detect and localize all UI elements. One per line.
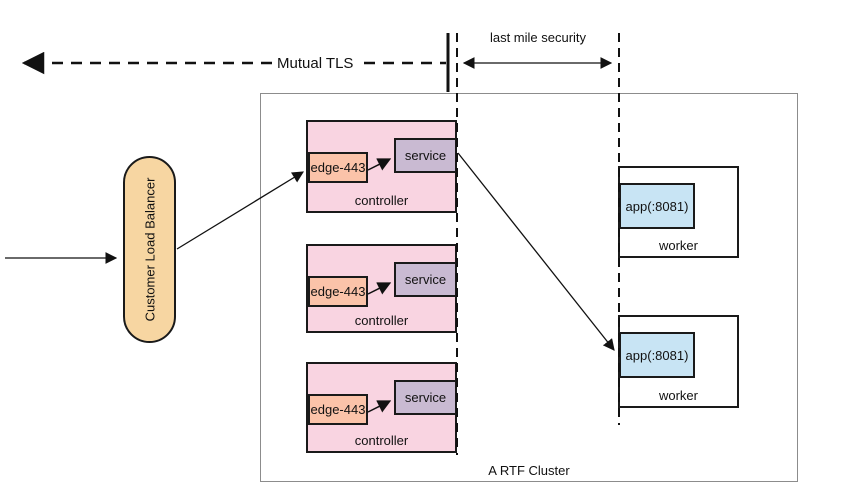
edge-443-node-1: edge-443 [308,152,368,183]
controller-box-1: edge-443 service controller [306,120,457,213]
edge-443-node-2: edge-443 [308,276,368,307]
worker-box-1: app(:8081) worker [618,166,739,258]
last-mile-security-label: last mile security [489,30,587,45]
controller-box-2: edge-443 service controller [306,244,457,333]
service-node-2: service [394,262,457,297]
edge-443-label: edge-443 [310,160,366,175]
worker-box-2: app(:8081) worker [618,315,739,408]
controller-label-2: controller [354,313,409,328]
rtf-cluster-box: A RTF Cluster [260,93,798,482]
edge-443-label: edge-443 [310,402,366,417]
edge-443-node-3: edge-443 [308,394,368,425]
edge-443-label: edge-443 [310,284,366,299]
mutual-tls-label: Mutual TLS [277,55,354,72]
app-node-1: app(:8081) [619,183,695,229]
service-label: service [404,390,447,405]
load-balancer-node: Customer Load Balancer [123,156,176,343]
controller-label-1: controller [354,193,409,208]
service-node-1: service [394,138,457,173]
load-balancer-label: Customer Load Balancer [142,177,157,322]
service-label: service [404,148,447,163]
service-label: service [404,272,447,287]
worker-label-2: worker [658,388,698,403]
app-node-2: app(:8081) [619,332,695,378]
controller-label-3: controller [354,433,409,448]
worker-label-1: worker [658,238,698,253]
controller-box-3: edge-443 service controller [306,362,457,453]
app-label: app(:8081) [625,198,689,214]
rtf-cluster-title: A RTF Cluster [488,463,570,478]
service-node-3: service [394,380,457,415]
app-label: app(:8081) [625,347,689,363]
